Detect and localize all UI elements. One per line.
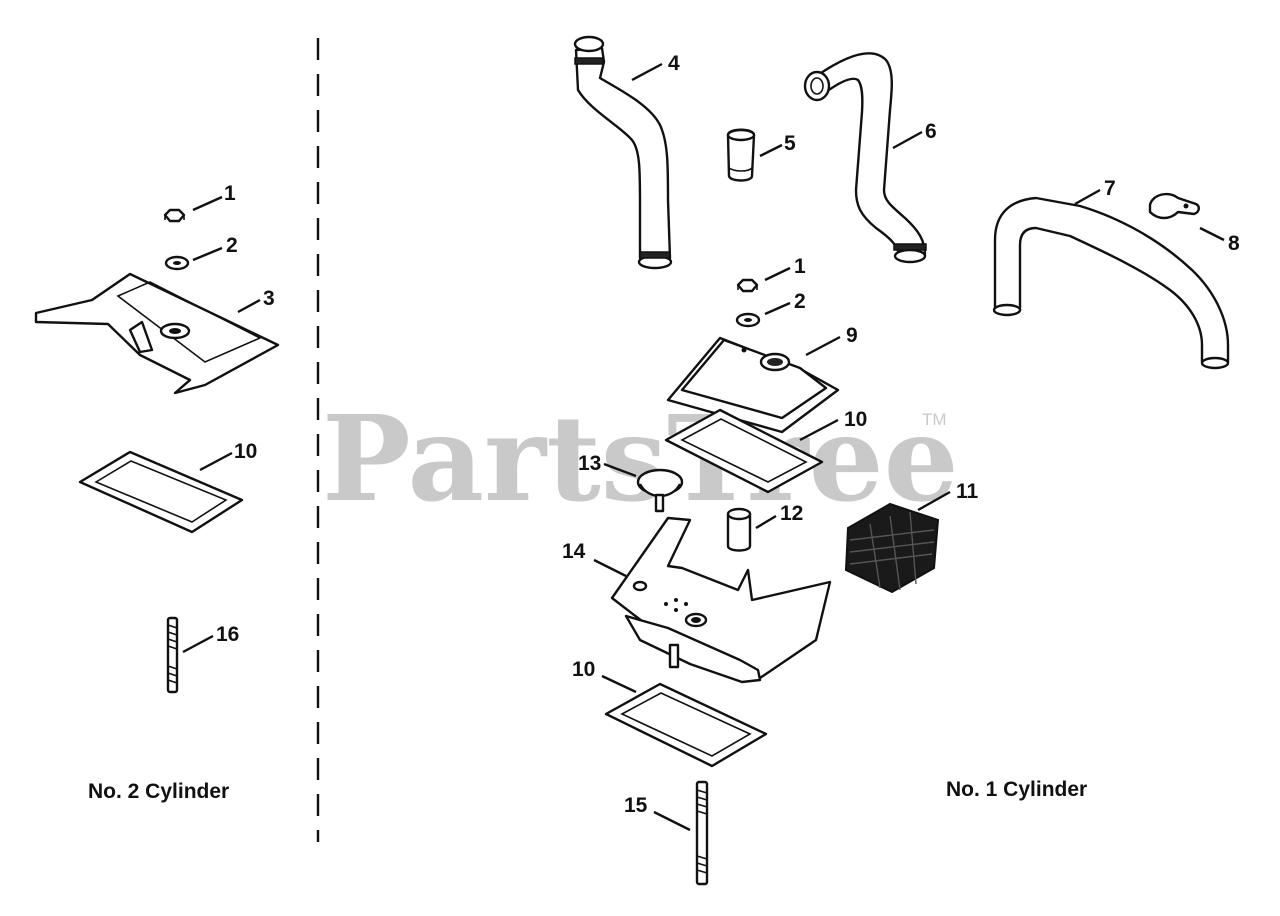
watermark-tm: TM: [922, 410, 947, 429]
callout-r-10b[interactable]: 10: [572, 658, 595, 681]
callout-r-6[interactable]: 6: [925, 120, 937, 143]
part-stud-left[interactable]: [166, 616, 179, 694]
watermark-text: PartsTree: [322, 389, 959, 528]
leader-r-7: [1074, 188, 1101, 206]
part-gasket-right-lower[interactable]: [604, 682, 768, 768]
leader-r-2: [764, 301, 791, 316]
callout-left-1[interactable]: 1: [224, 182, 236, 205]
leader-r-11: [917, 490, 951, 512]
part-hose-7[interactable]: [992, 196, 1230, 370]
part-breather-tube-4[interactable]: [573, 35, 673, 270]
part-breather-base-14[interactable]: [610, 516, 832, 684]
leader-r-13: [603, 462, 637, 478]
part-nut-right[interactable]: [736, 278, 759, 293]
callout-r-15[interactable]: 15: [624, 794, 648, 817]
leader-left-10: [199, 451, 233, 472]
leader-r-6: [892, 130, 923, 150]
leader-r-14: [593, 558, 627, 578]
callout-r-4[interactable]: 4: [668, 52, 680, 75]
part-breather-tube-6[interactable]: [803, 52, 927, 264]
callout-left-3[interactable]: 3: [263, 287, 275, 310]
callout-r-2[interactable]: 2: [794, 290, 806, 313]
callout-r-9[interactable]: 9: [846, 324, 858, 347]
part-breather-plate-left[interactable]: [34, 272, 280, 395]
leader-r-10a: [799, 418, 839, 442]
leader-r-12: [755, 514, 777, 530]
callout-r-13[interactable]: 13: [578, 452, 601, 475]
callout-left-2[interactable]: 2: [226, 234, 238, 257]
part-clamp-8[interactable]: [1148, 192, 1200, 220]
part-nut-left[interactable]: [163, 208, 186, 223]
part-grommet-5[interactable]: [726, 128, 756, 182]
part-breather-cover-9[interactable]: [666, 336, 840, 434]
callout-r-11[interactable]: 11: [956, 480, 979, 503]
section-label-right: No. 1 Cylinder: [946, 778, 1087, 801]
callout-r-12[interactable]: 12: [780, 502, 803, 525]
leader-r-5: [759, 143, 783, 158]
part-gasket-left[interactable]: [78, 450, 244, 534]
leader-left-2: [192, 246, 223, 262]
section-label-left: No. 2 Cylinder: [88, 780, 229, 803]
part-gasket-right-upper[interactable]: [664, 408, 824, 494]
leader-r-10b: [601, 674, 637, 694]
part-spacer-12[interactable]: [726, 507, 752, 552]
callout-r-14[interactable]: 14: [562, 540, 586, 563]
callout-r-5[interactable]: 5: [784, 132, 796, 155]
callout-r-10a[interactable]: 10: [844, 408, 867, 431]
callout-r-8[interactable]: 8: [1228, 232, 1240, 255]
part-reed-valve-13[interactable]: [636, 468, 684, 513]
part-stud-15[interactable]: [695, 780, 709, 886]
leader-r-4: [631, 62, 663, 82]
leader-r-9: [805, 335, 841, 357]
callout-r-1[interactable]: 1: [794, 255, 806, 278]
leader-left-16: [182, 634, 214, 654]
leader-left-3: [237, 298, 261, 314]
callout-left-16[interactable]: 16: [216, 623, 239, 646]
callout-left-10[interactable]: 10: [234, 440, 257, 463]
leader-left-1: [192, 195, 223, 212]
callout-r-7[interactable]: 7: [1104, 177, 1116, 200]
part-washer-right[interactable]: [735, 312, 761, 328]
leader-r-8: [1199, 226, 1225, 242]
leader-r-15: [653, 810, 691, 832]
leader-r-1: [764, 266, 791, 282]
part-washer-left[interactable]: [164, 255, 190, 271]
part-filter-element-11[interactable]: [844, 502, 940, 594]
